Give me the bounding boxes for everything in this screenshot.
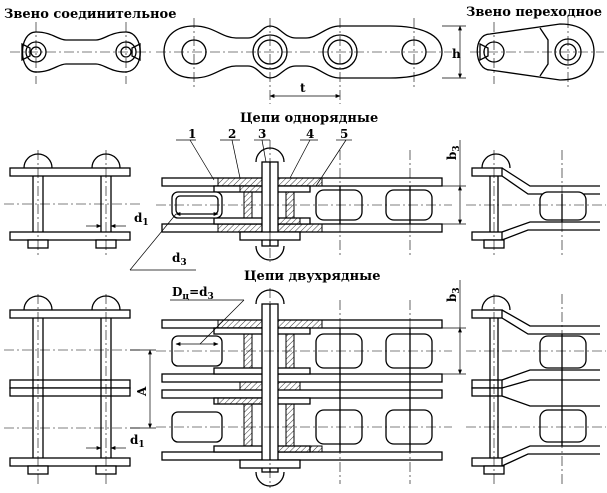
dim-d3-sub: 3 [180,258,186,268]
callout-3: 3 [258,127,266,141]
title-transition-link: Звено переходное [466,5,602,20]
dim-t-label: t [300,81,306,95]
svg-text:b3: b3 [445,145,462,160]
double-row-side-view [4,294,156,484]
double-row-section [156,280,466,488]
dim-dc-eq: =d [189,285,208,299]
dim-d1-bottom-label: d1 [130,433,145,450]
dim-dc-eq-sub: 3 [208,292,214,302]
dim-b3-bottom-label: b3 [445,287,462,302]
callout-1: 1 [188,127,196,141]
standard-link-view [156,18,466,104]
dim-b3-top-letter: b [445,152,459,160]
dim-d3-letter: d [172,251,181,265]
dim-A-letter: A [135,386,149,397]
dim-dc-sub: ц [182,292,189,302]
dim-b3-top-label: b3 [445,145,462,160]
dim-d1-bottom-sub: 1 [138,440,144,450]
title-double-row: Цепи двухрядные [244,269,380,284]
transition-link-view [470,18,604,88]
callout-5: 5 [340,127,348,141]
dim-d1-top-label: d1 [134,211,149,228]
callout-2: 2 [228,127,236,141]
title-connecting-link: Звено соединительное [4,7,177,22]
connecting-link-view [10,22,152,84]
callout-4: 4 [306,127,314,141]
svg-text:b3: b3 [445,287,462,302]
dim-h-label: h [452,47,461,61]
dim-d1-top-sub: 1 [142,218,148,228]
dim-b3-bottom-sub: 3 [452,287,462,293]
dim-d1-bottom-letter: d [130,433,139,447]
dim-b3-bottom-letter: b [445,294,459,302]
single-row-side-view [4,150,140,256]
title-single-row: Цепи однорядные [240,111,378,126]
dim-d1-top-letter: d [134,211,143,225]
double-row-transition-view [466,294,606,484]
single-row-transition-view [466,150,606,256]
dim-dc-label: Dц=d3 [172,285,214,302]
dim-A-label: A [135,386,149,397]
dim-d3-label: d3 [172,251,187,268]
single-row-section [129,139,466,271]
dim-b3-top-sub: 3 [452,145,462,151]
dim-dc-letter: D [172,285,182,299]
